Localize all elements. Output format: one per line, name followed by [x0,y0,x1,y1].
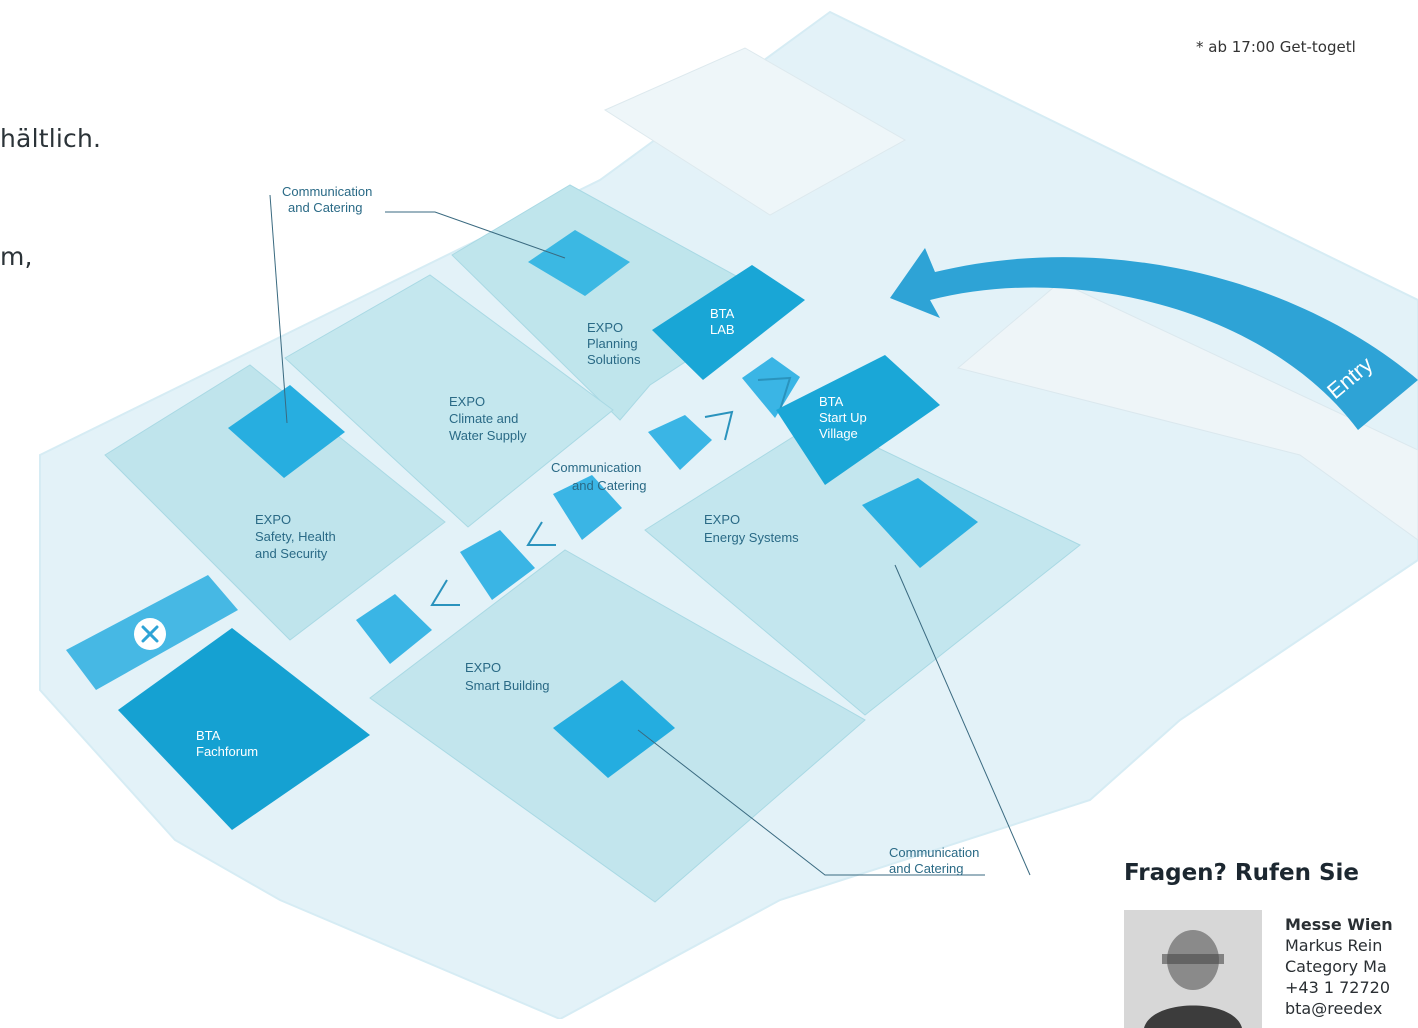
label-bta-startup: BTA Start Up Village [819,394,870,441]
aisle-mark [526,521,556,546]
aisle-cube [460,530,535,600]
aisle-cube [648,415,712,470]
label-expo-safety: EXPO Safety, Health and Security [255,512,339,561]
leader-line [385,211,566,259]
leader-line [269,194,288,424]
side-building-right [956,281,1418,541]
aisle-mark [430,579,460,606]
label-bta-fachforum: BTA Fachforum [196,728,258,759]
contact-phone[interactable]: +43 1 72720 [1285,978,1391,997]
paragraph-fragment: m, [0,242,33,271]
contact-details: Messe Wien Markus Rein Category Ma +43 1… [1285,914,1393,1019]
schedule-note: * ab 17:00 Get-togetl [1196,38,1356,56]
hall-energy [644,419,1081,716]
aisle-mark [757,376,792,411]
side-building-top [603,47,907,216]
leader-line [637,729,985,876]
catering-cube-right [862,478,978,568]
label-catering-bottom: Communication and Catering [889,845,983,876]
label-catering-mid: Communication and Catering [551,460,646,493]
contact-org: Messe Wien [1285,915,1393,934]
label-expo-climate: EXPO Climate and Water Supply [449,394,527,443]
aisle-mark [704,410,734,441]
close-icon [141,625,159,643]
label-expo-smart: EXPO Smart Building [465,660,550,693]
bta-lab-block [652,265,805,380]
contact-role: Category Ma [1285,957,1387,976]
catering-cube-left [228,385,345,478]
catering-cube-bottom [553,680,675,778]
label-bta-lab: BTA LAB [710,306,737,337]
contact-heading: Fragen? Rufen Sie [1124,860,1360,886]
hall-safety [104,364,446,641]
label-expo-energy: EXPO Energy Systems [704,512,799,545]
hall-climate [284,274,614,528]
leader-line [894,564,1031,876]
contact-avatar [1124,910,1262,1028]
aisle-cube [356,594,432,664]
aisle-cube [742,357,800,418]
contact-email[interactable]: bta@reedex [1285,999,1383,1018]
label-expo-planning: EXPO Planning Solutions [587,320,641,367]
label-catering-top: Communication and Catering [282,184,376,215]
bta-fachforum-block [118,628,370,830]
entry-arrow [890,248,1418,430]
aisle-cube [553,475,622,540]
paragraph-fragment: hältlich. [0,124,102,153]
catering-cube-top [528,230,630,296]
bta-startup-block [776,355,940,485]
contact-name: Markus Rein [1285,936,1383,955]
